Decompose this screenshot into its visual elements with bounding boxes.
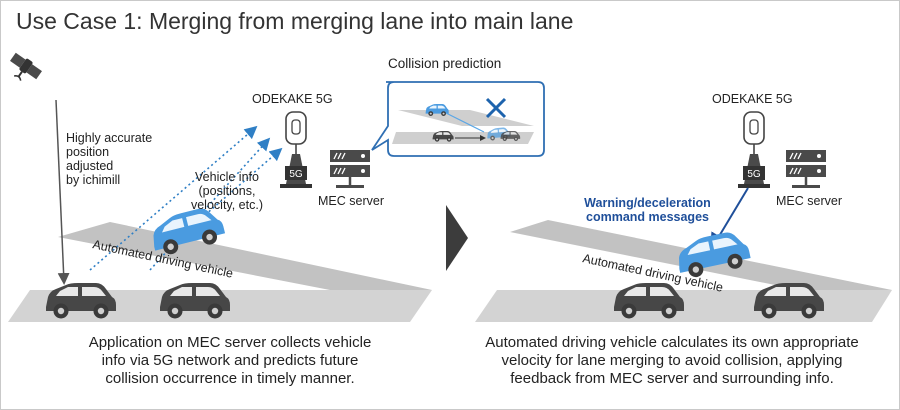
merging-lane-left [58,222,432,290]
antenna-badge-bg [285,166,307,180]
chevron-right-icon [446,205,468,271]
station-label-right: ODEKAKE 5G [712,92,793,106]
position-note: Highly accurate position adjusted by ich… [66,131,153,187]
collision-prediction-title: Collision prediction [388,56,502,71]
server-label-left: MEC server [318,194,384,208]
caption-right: Automated driving vehicle calculates its… [485,334,859,387]
caption-left: Application on MEC server collects vehic… [88,334,372,387]
cross-icon [485,97,507,119]
warning-label: Warning/deceleration command messages [584,196,711,224]
collision-path-line [445,112,485,133]
vehicle-info-arrow-1 [89,125,258,271]
position-arrow [55,99,70,285]
antenna-badge-left: 5G [289,169,303,180]
server-icon [328,148,372,190]
station-label-left: ODEKAKE 5G [252,92,333,106]
server-label-right: MEC server [776,194,842,208]
antenna-badge-bg [743,166,765,180]
vehicle-info-label: Vehicle info (positions, velocity, etc.) [190,170,263,212]
antenna-badge-right: 5G [747,169,761,180]
server-icon [784,148,828,190]
vehicle-info-arrow-2 [149,137,271,271]
page-title: Use Case 1: Merging from merging lane in… [16,8,574,34]
satellite-icon [10,52,42,81]
